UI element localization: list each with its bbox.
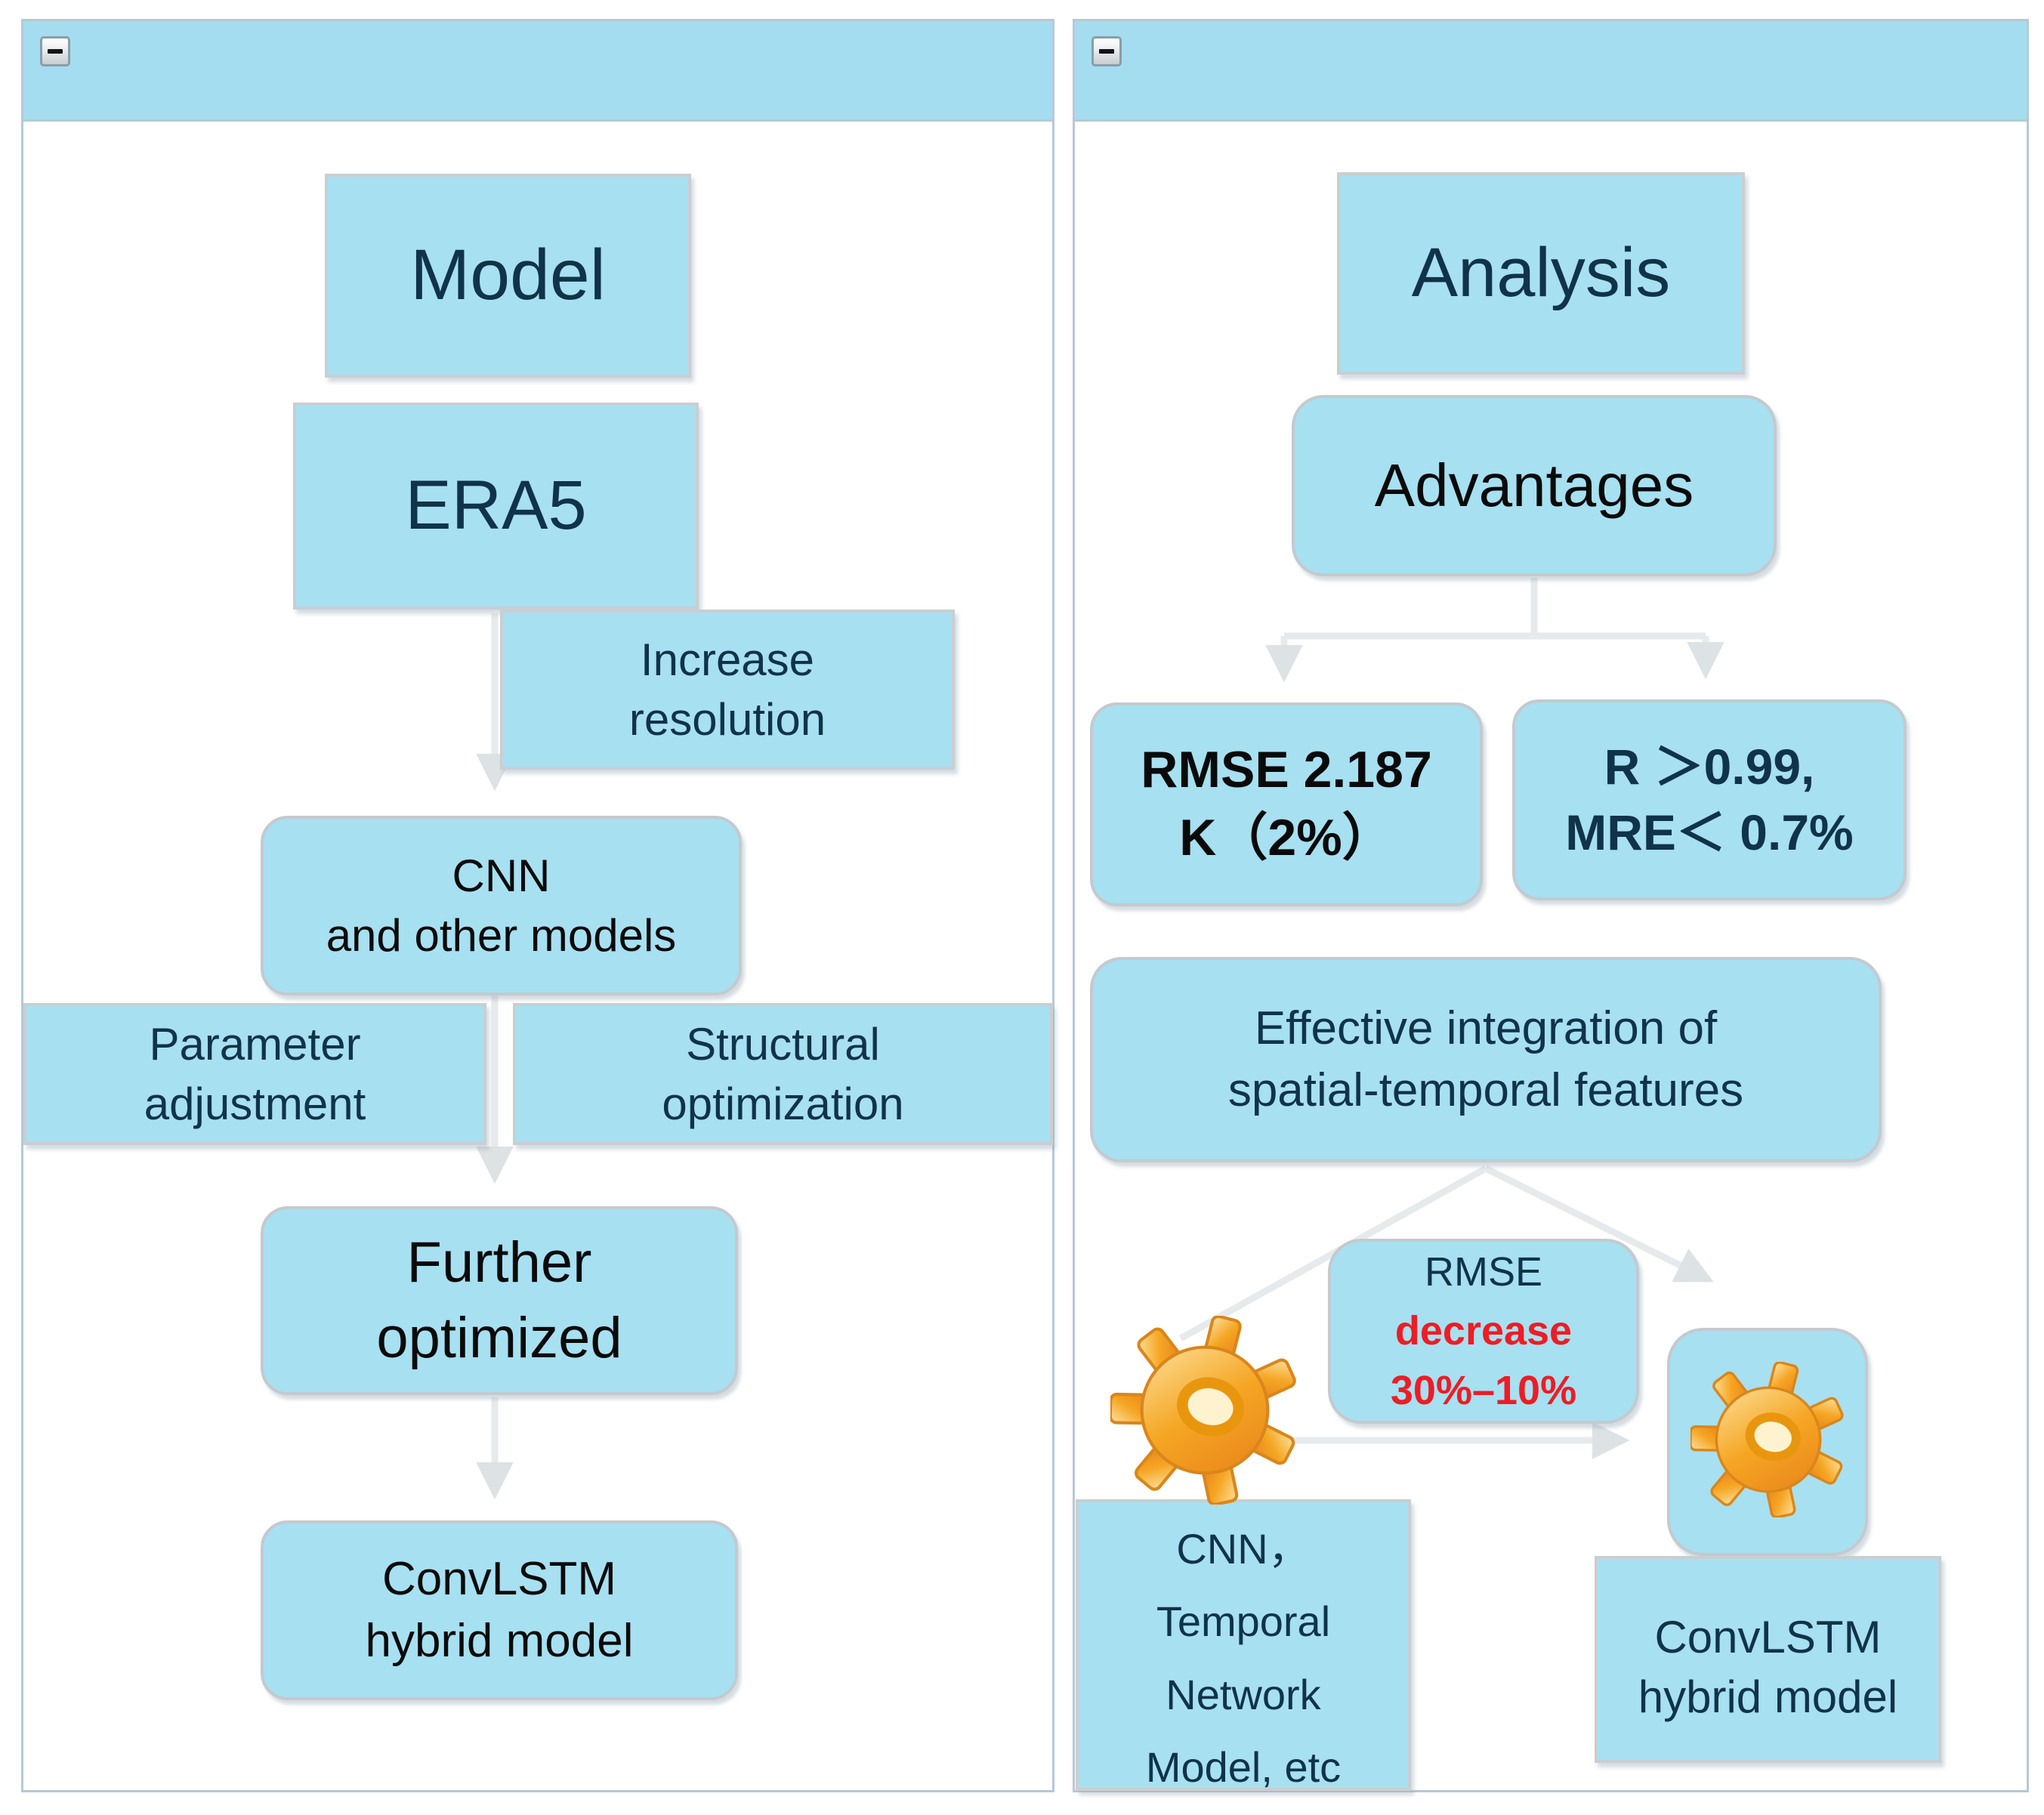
node-cnn-temporal-line2: Temporal xyxy=(1156,1597,1331,1646)
node-convlstm-hybrid-2: ConvLSTM hybrid model xyxy=(1595,1556,1941,1763)
model-panel-header xyxy=(23,21,1052,122)
node-parameter-adjustment-line2: adjustment xyxy=(144,1079,366,1129)
node-rmse-metric: RMSE 2.187 K（2%） xyxy=(1090,702,1483,906)
node-cnn-other-models-line1: CNN xyxy=(452,850,551,901)
node-convlstm-hybrid-line1: ConvLSTM xyxy=(381,1553,617,1606)
node-structural-optimization-line2: optimization xyxy=(662,1079,904,1129)
node-advantages-label: Advantages xyxy=(1374,452,1694,520)
node-structural-optimization: Structural optimization xyxy=(513,1003,1053,1145)
node-model-label: Model xyxy=(410,235,606,316)
node-r-mre-metric-line2: MRE＜ 0.7% xyxy=(1565,804,1854,860)
node-further-optimized: Further optimized xyxy=(261,1206,738,1395)
node-era5-label: ERA5 xyxy=(405,467,587,545)
node-rmse-decrease: RMSE decrease 30%–10% xyxy=(1328,1239,1639,1424)
node-rmse-metric-line1: RMSE 2.187 xyxy=(1141,741,1432,799)
node-era5: ERA5 xyxy=(293,403,699,610)
minus-icon xyxy=(1099,49,1114,54)
node-effective-integration-line2: spatial-temporal features xyxy=(1227,1064,1744,1116)
node-rmse-decrease-line1: RMSE xyxy=(1424,1249,1542,1295)
node-r-mre-metric: R ＞0.99, MRE＜ 0.7% xyxy=(1512,699,1907,900)
node-cnn-temporal-line4: Model, etc xyxy=(1145,1742,1342,1791)
collapse-button-left[interactable] xyxy=(40,36,70,66)
node-convlstm-hybrid-2-line1: ConvLSTM xyxy=(1654,1611,1882,1662)
node-analysis-label: Analysis xyxy=(1411,234,1671,312)
node-structural-optimization-line1: Structural xyxy=(686,1018,880,1070)
node-effective-integration: Effective integration of spatial-tempora… xyxy=(1090,957,1882,1162)
node-model: Model xyxy=(325,174,691,378)
node-rmse-decrease-line3: 30%–10% xyxy=(1390,1367,1577,1413)
node-cnn-temporal-line3: Network xyxy=(1166,1670,1321,1718)
node-convlstm-hybrid-2-line2: hybrid model xyxy=(1638,1671,1898,1722)
node-increase-resolution-line2: resolution xyxy=(628,694,826,745)
node-convlstm-hybrid: ConvLSTM hybrid model xyxy=(261,1520,738,1700)
node-parameter-adjustment-line1: Parameter xyxy=(149,1018,361,1070)
analysis-panel-header xyxy=(1075,21,2027,122)
minus-icon xyxy=(48,49,63,54)
node-cnn-other-models-line2: and other models xyxy=(326,910,677,961)
node-convlstm-hybrid-line2: hybrid model xyxy=(365,1615,634,1667)
node-increase-resolution-line1: Increase xyxy=(640,634,815,685)
node-rmse-decrease-line2: decrease xyxy=(1394,1308,1573,1354)
node-increase-resolution: Increase resolution xyxy=(500,610,955,770)
gear-icon xyxy=(1690,1354,1846,1526)
node-parameter-adjustment: Parameter adjustment xyxy=(23,1003,486,1145)
node-r-mre-metric-line1: R ＞0.99, xyxy=(1604,738,1815,795)
collapse-button-right[interactable] xyxy=(1091,36,1122,66)
node-cnn-temporal-line1: CNN， xyxy=(1176,1525,1311,1573)
node-effective-integration-line1: Effective integration of xyxy=(1254,1002,1718,1055)
node-advantages: Advantages xyxy=(1292,395,1777,576)
node-cnn-other-models: CNN and other models xyxy=(261,816,742,995)
node-analysis: Analysis xyxy=(1337,172,1745,375)
node-cnn-temporal: CNN， Temporal Network Model, etc xyxy=(1076,1499,1411,1791)
node-further-optimized-line2: optimized xyxy=(376,1306,622,1370)
node-rmse-metric-line2: K（2%） xyxy=(1179,809,1394,866)
gear-icon xyxy=(1110,1305,1299,1515)
node-further-optimized-line1: Further xyxy=(406,1230,592,1295)
